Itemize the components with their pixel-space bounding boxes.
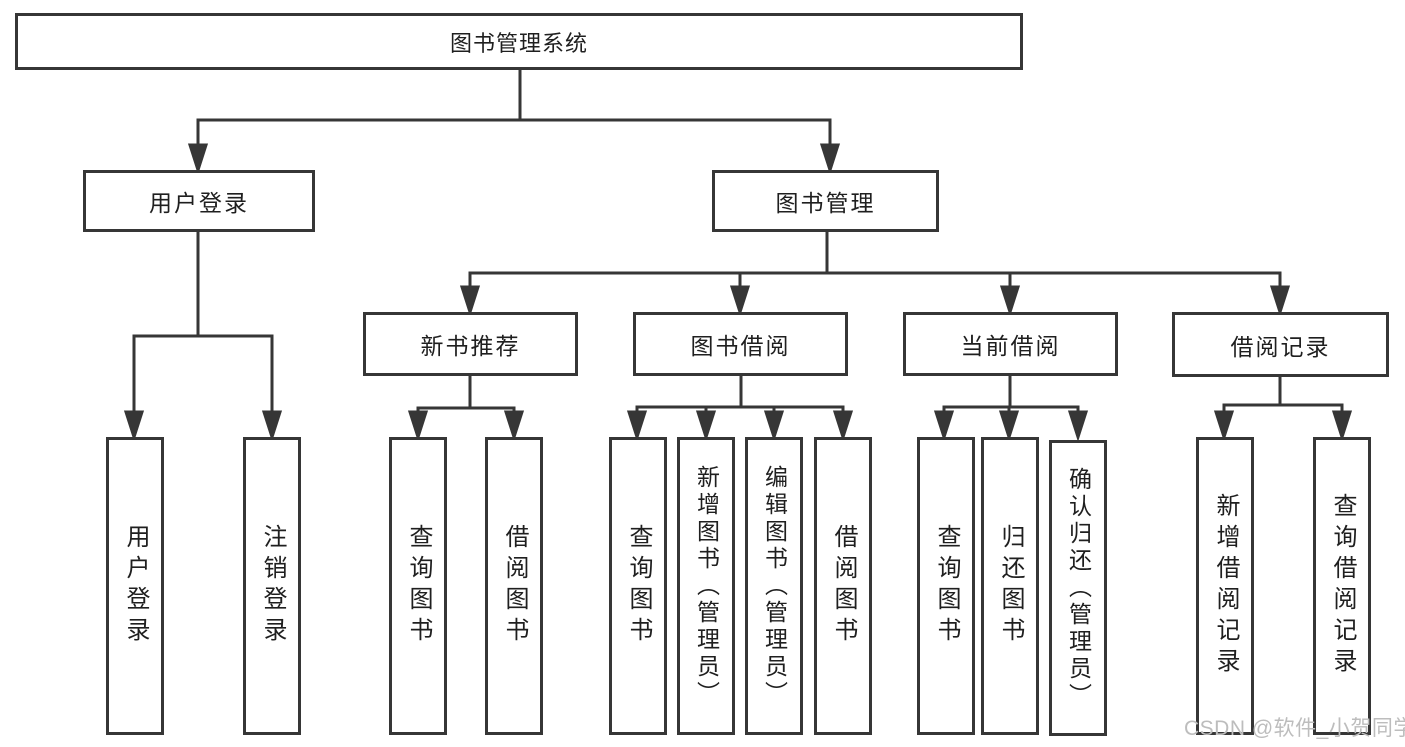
edge-current-borrow-to-leaves	[933, 376, 1089, 442]
node-label: 新书推荐	[420, 333, 521, 359]
node-label: 图书借阅	[690, 333, 791, 359]
leaf-label: 借阅图书	[830, 524, 857, 648]
node-label: 用户登录	[149, 190, 249, 216]
edge-user-login-to-leaves	[123, 232, 283, 442]
leaf-label: 查询图书	[405, 524, 432, 648]
node-new-book-recommendation: 新书推荐	[363, 312, 578, 376]
node-label: 图书管理	[775, 190, 876, 216]
edge-root-to-level2	[187, 69, 841, 175]
leaf-add-books-admin: 新增图书（管理员）	[677, 437, 735, 735]
leaf-query-borrow-record: 查询借阅记录	[1313, 437, 1371, 735]
leaf-query-books-3: 查询图书	[917, 437, 975, 735]
node-label: 图书管理系统	[449, 30, 588, 56]
edge-book-mgmt-to-level3	[459, 232, 1291, 317]
leaf-label: 查询借阅记录	[1329, 493, 1356, 679]
node-label: 借阅记录	[1230, 333, 1331, 360]
node-user-login: 用户登录	[83, 170, 315, 232]
edge-book-borrow-to-leaves	[626, 376, 854, 442]
csdn-watermark: CSDN @软件_小贺同学	[1184, 717, 1405, 740]
leaf-label: 用户登录	[122, 524, 149, 648]
edge-borrow-records-to-leaves	[1213, 377, 1353, 442]
leaf-label: 查询图书	[625, 524, 652, 648]
node-current-borrowing: 当前借阅	[903, 312, 1118, 376]
leaf-label: 借阅图书	[501, 524, 528, 648]
leaf-label: 归还图书	[997, 524, 1024, 648]
leaf-label: 确认归还（管理员）	[1065, 466, 1092, 710]
leaf-add-borrow-record: 新增借阅记录	[1196, 437, 1254, 735]
leaf-label: 编辑图书（管理员）	[761, 464, 788, 708]
leaf-logout: 注销登录	[243, 437, 301, 735]
node-book-management: 图书管理	[712, 170, 939, 232]
leaf-label: 注销登录	[259, 524, 286, 648]
leaf-borrow-books-2: 借阅图书	[814, 437, 872, 735]
leaf-query-books-1: 查询图书	[389, 437, 447, 735]
leaf-label: 查询图书	[933, 524, 960, 648]
node-library-management-system: 图书管理系统	[15, 13, 1023, 70]
leaf-user-login: 用户登录	[106, 437, 164, 735]
leaf-return-books: 归还图书	[981, 437, 1039, 735]
leaf-borrow-books-1: 借阅图书	[485, 437, 543, 735]
leaf-label: 新增图书（管理员）	[693, 464, 720, 708]
node-label: 当前借阅	[960, 333, 1061, 359]
leaf-label: 新增借阅记录	[1212, 493, 1239, 679]
node-borrowing-records: 借阅记录	[1172, 312, 1389, 377]
edge-new-book-rec-to-leaves	[407, 376, 525, 442]
leaf-query-books-2: 查询图书	[609, 437, 667, 735]
leaf-confirm-return-admin: 确认归还（管理员）	[1049, 440, 1107, 736]
leaf-edit-books-admin: 编辑图书（管理员）	[745, 437, 803, 735]
node-book-borrowing: 图书借阅	[633, 312, 848, 376]
